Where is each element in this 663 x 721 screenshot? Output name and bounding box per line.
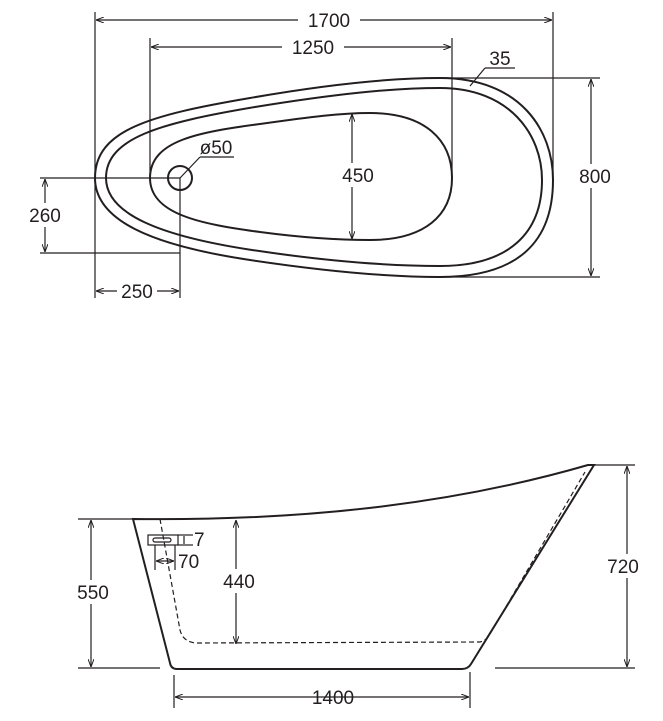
dim-label-drain-offset-x: 250 xyxy=(121,282,153,303)
dim-label-overflow-width: 70 xyxy=(178,552,199,573)
leader-line xyxy=(469,67,486,87)
dim-label-overall-width: 800 xyxy=(579,167,611,188)
dim-label-overflow-height: 7 xyxy=(194,530,205,551)
tub-side-outline xyxy=(131,464,596,670)
dim-label-drain-diameter: ø50 xyxy=(200,138,233,159)
dim-label-high-end-height: 720 xyxy=(607,557,639,578)
basin-outline xyxy=(148,111,454,242)
inner-rim-outline xyxy=(104,86,544,268)
overflow-outlet xyxy=(147,534,179,546)
dim-label-low-end-height: 550 xyxy=(77,583,109,604)
dim-label-rim-width: 35 xyxy=(489,49,510,70)
dim-label-inner-length: 1250 xyxy=(292,38,334,59)
leader-line xyxy=(179,156,201,179)
overflow-slot xyxy=(152,537,172,543)
dim-label-basin-width: 450 xyxy=(342,166,374,187)
top-view: 1700 1250 35 800 450 ø50 260 250 xyxy=(26,8,615,303)
side-view: 7 70 550 440 720 1400 xyxy=(74,464,644,709)
inner-basin-dashed xyxy=(159,471,586,644)
dim-label-drain-offset-y: 260 xyxy=(29,206,61,227)
dim-label-base-length: 1400 xyxy=(312,688,354,709)
dim-label-inner-depth: 440 xyxy=(223,572,255,593)
dim-label-overall-length: 1700 xyxy=(308,11,350,32)
